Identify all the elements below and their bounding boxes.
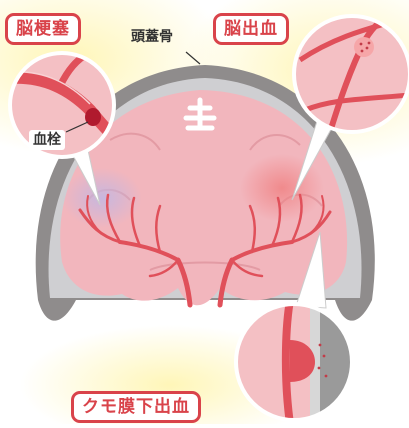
label-infarction: 脳梗塞 <box>5 13 81 45</box>
embolus-clot <box>85 108 101 126</box>
label-subarachnoid: クモ膜下出血 <box>71 391 201 423</box>
zoom-subarachnoid <box>236 300 358 424</box>
label-hemorrhage: 脳出血 <box>213 13 289 45</box>
label-embolus: 血栓 <box>29 130 65 150</box>
label-skull: 頭蓋骨 <box>131 29 173 45</box>
infarct-tint <box>62 168 142 228</box>
